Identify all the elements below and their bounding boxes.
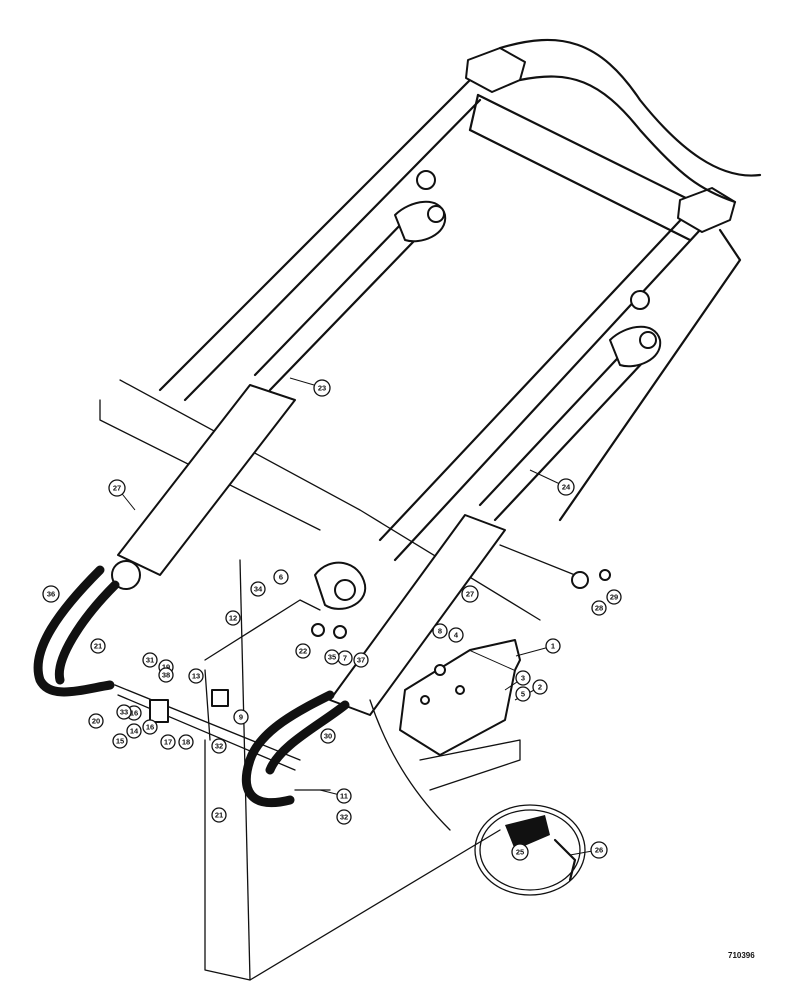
svg-text:20: 20	[92, 717, 100, 726]
callout-31: 31	[142, 652, 158, 668]
svg-text:4: 4	[454, 631, 459, 640]
svg-text:16: 16	[146, 723, 154, 732]
svg-text:34: 34	[254, 585, 263, 594]
svg-text:17: 17	[164, 738, 172, 747]
callout-4: 4	[448, 627, 464, 643]
callout-2: 2	[532, 679, 548, 695]
svg-text:6: 6	[279, 573, 283, 582]
svg-text:22: 22	[299, 647, 307, 656]
svg-text:11: 11	[340, 792, 348, 801]
callout-12: 12	[225, 610, 241, 626]
callout-9: 9	[233, 709, 249, 725]
svg-text:24: 24	[562, 483, 571, 492]
svg-text:29: 29	[610, 593, 618, 602]
figure-number: 710396	[728, 951, 755, 960]
callout-11: 11	[336, 788, 352, 804]
hydraulic-hoses	[33, 544, 576, 831]
callout-27a: 27	[108, 479, 126, 497]
svg-text:30: 30	[324, 732, 332, 741]
callout-30: 30	[320, 728, 336, 744]
callout-22: 22	[295, 643, 311, 659]
callout-1: 1	[545, 638, 561, 654]
hose-clamp-detail	[474, 804, 586, 896]
svg-text:21: 21	[215, 811, 223, 820]
svg-text:25: 25	[516, 848, 524, 857]
callout-24: 24	[557, 478, 575, 496]
callout-32b: 32	[211, 738, 227, 754]
svg-text:3: 3	[521, 674, 525, 683]
callout-26: 26	[590, 841, 608, 859]
callout-17: 17	[160, 734, 176, 750]
callout-16b: 16	[142, 719, 158, 735]
svg-text:9: 9	[239, 713, 243, 722]
svg-text:12: 12	[229, 614, 237, 623]
loader-frame	[99, 38, 762, 981]
callout-27b: 27	[461, 585, 479, 603]
svg-text:32: 32	[340, 813, 348, 822]
svg-text:27: 27	[466, 590, 474, 599]
callout-38: 38	[158, 667, 174, 683]
svg-text:37: 37	[357, 656, 365, 665]
svg-text:28: 28	[595, 604, 603, 613]
callout-32a: 32	[336, 809, 352, 825]
callout-18: 18	[178, 734, 194, 750]
callout-29: 29	[606, 589, 622, 605]
callouts: 1 2 3 4 5 6 7 8 9 11 12 13 14 15 16 16 1…	[42, 377, 622, 861]
svg-text:18: 18	[182, 738, 190, 747]
svg-text:35: 35	[328, 653, 336, 662]
svg-text:21: 21	[94, 642, 102, 651]
callout-3: 3	[515, 670, 531, 686]
svg-text:5: 5	[521, 690, 525, 699]
svg-text:15: 15	[116, 737, 124, 746]
callout-33: 33	[116, 704, 132, 720]
svg-text:8: 8	[438, 627, 442, 636]
callout-35: 35	[324, 649, 340, 665]
callout-20: 20	[88, 713, 104, 729]
svg-text:16: 16	[130, 709, 138, 718]
svg-text:32: 32	[215, 742, 223, 751]
svg-text:2: 2	[538, 683, 542, 692]
callout-13: 13	[188, 668, 204, 684]
callout-21a: 21	[90, 638, 106, 654]
callout-28: 28	[591, 600, 607, 616]
svg-text:14: 14	[130, 727, 139, 736]
fittings	[149, 569, 611, 723]
callout-5: 5	[515, 686, 531, 702]
svg-text:13: 13	[192, 672, 200, 681]
svg-text:23: 23	[318, 384, 326, 393]
svg-text:36: 36	[47, 590, 55, 599]
left-lift-cylinder	[111, 170, 447, 590]
svg-text:27: 27	[113, 484, 121, 493]
callout-23: 23	[313, 379, 331, 397]
callout-8: 8	[432, 623, 448, 639]
svg-text:33: 33	[120, 708, 128, 717]
svg-text:31: 31	[146, 656, 154, 665]
right-lift-cylinder	[314, 290, 662, 716]
callout-37: 37	[353, 652, 369, 668]
callout-21b: 21	[211, 807, 227, 823]
callout-7: 7	[337, 650, 353, 666]
callout-25: 25	[511, 843, 529, 861]
control-valve	[399, 639, 521, 756]
callout-34: 34	[250, 581, 266, 597]
callout-14: 14	[126, 723, 142, 739]
callout-36: 36	[42, 585, 60, 603]
svg-text:1: 1	[551, 642, 555, 651]
svg-text:7: 7	[343, 654, 347, 663]
svg-text:19: 19	[162, 663, 170, 672]
svg-text:26: 26	[595, 846, 603, 855]
svg-text:38: 38	[162, 671, 170, 680]
callout-15: 15	[112, 733, 128, 749]
callout-6: 6	[273, 569, 289, 585]
